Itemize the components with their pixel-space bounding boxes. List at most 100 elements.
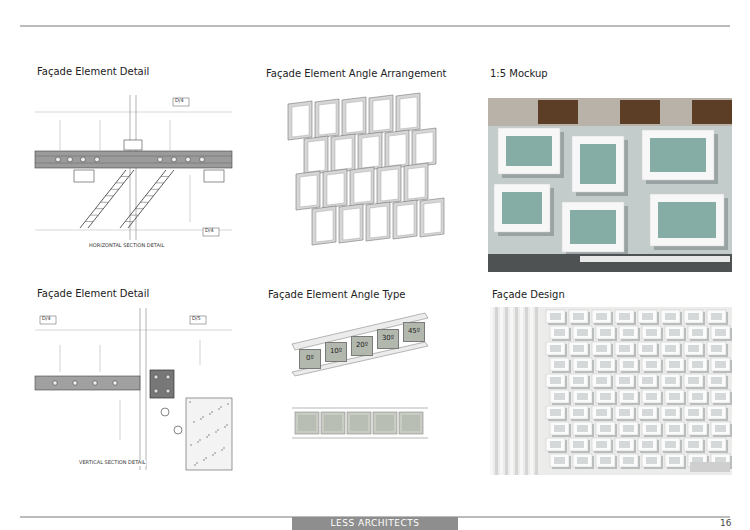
facade-element [665,390,684,403]
element-glass [402,415,420,431]
fin-rung [135,208,143,209]
fin-rung [90,215,98,216]
element-opening [646,393,657,400]
element-opening [665,345,676,352]
element-opening [623,361,634,368]
facade-element [331,134,355,173]
element-opening [619,313,630,320]
facade-element [569,310,588,323]
element-opening [669,425,680,432]
aggregate-dot [215,431,216,432]
facade-element [711,358,730,371]
facade-element [661,342,680,355]
photo-ground [488,98,732,126]
element-opening [646,329,657,336]
mockup-element [562,202,624,252]
bracket [150,370,174,398]
elevation-element [295,412,319,434]
facade-element [638,310,657,323]
drawing-line [35,163,232,164]
pipe [580,256,730,262]
element-opening [577,425,588,432]
element-opening [692,393,703,400]
drawing-title: HORIZONTAL SECTION DETAIL [88,243,165,249]
facade-element [412,128,436,167]
facade-element [707,438,726,451]
element-opening [619,409,630,416]
bolt-symbol [172,157,177,162]
element-opening [300,175,317,207]
top-rule [20,26,730,27]
bolt-symbol [200,157,205,162]
aggregate-dot [206,436,207,437]
fin-rung [121,176,129,177]
aggregate-dot [189,401,190,402]
facade-element [642,422,661,435]
facade-element [573,358,592,371]
facade-element [396,93,420,132]
facade-element [592,406,611,419]
tower-strip [535,307,538,475]
leader-line [190,175,191,222]
fin-rung [156,182,164,183]
aggregate-dot [209,413,210,414]
vertical-section-drawing [35,308,232,470]
facade-element [615,342,634,355]
watermark-band [690,462,730,472]
tag-box [40,316,56,324]
facade-element [573,454,592,467]
aggregate-dot [226,424,227,425]
drawing-tag: D/5 [192,316,201,322]
element-opening [623,457,634,464]
element-opening [642,409,653,416]
facade-element [546,374,565,387]
mockup-element [642,130,714,180]
leader-line [170,120,171,150]
bracket [204,170,224,182]
element-glass [324,415,342,431]
aggregate-dot [193,421,194,422]
tower-strip [515,307,518,475]
leader-line [100,345,101,372]
facade-element [665,454,684,467]
aggregate-dot [217,429,218,430]
facade-element [366,202,390,241]
element-opening [600,457,611,464]
horizontal-section-drawing [35,95,232,240]
photo-ground [488,98,732,272]
aggregate-dot [190,444,191,445]
bolt-symbol [81,157,86,162]
drawing-line [146,308,147,470]
mockup-element [498,128,560,174]
fin-rung [125,221,133,222]
facade-element [661,406,680,419]
angle-arrangement-drawing [288,93,444,245]
facade-element [619,390,638,403]
facade-element [546,310,565,323]
element-opening [577,457,588,464]
facade-element [642,326,661,339]
element-opening [554,329,565,336]
element-glass [506,136,552,166]
element-opening [711,441,722,448]
element-opening [642,441,653,448]
fin-rung [111,189,119,190]
element-opening [600,361,611,368]
angle-element: 10º [325,342,347,362]
element-opening [319,103,336,135]
element-opening [619,441,630,448]
facade-element [642,390,661,403]
facade-element [615,406,634,419]
element-opening [596,441,607,448]
facade-element [404,163,428,202]
facade-element [661,310,680,323]
facade-element [573,422,592,435]
element-rail [292,342,428,376]
facade-element [550,358,569,371]
facade-element [569,342,588,355]
element-opening [688,313,699,320]
fin-edge [120,170,166,228]
facade-element [592,310,611,323]
element-opening [400,97,417,129]
